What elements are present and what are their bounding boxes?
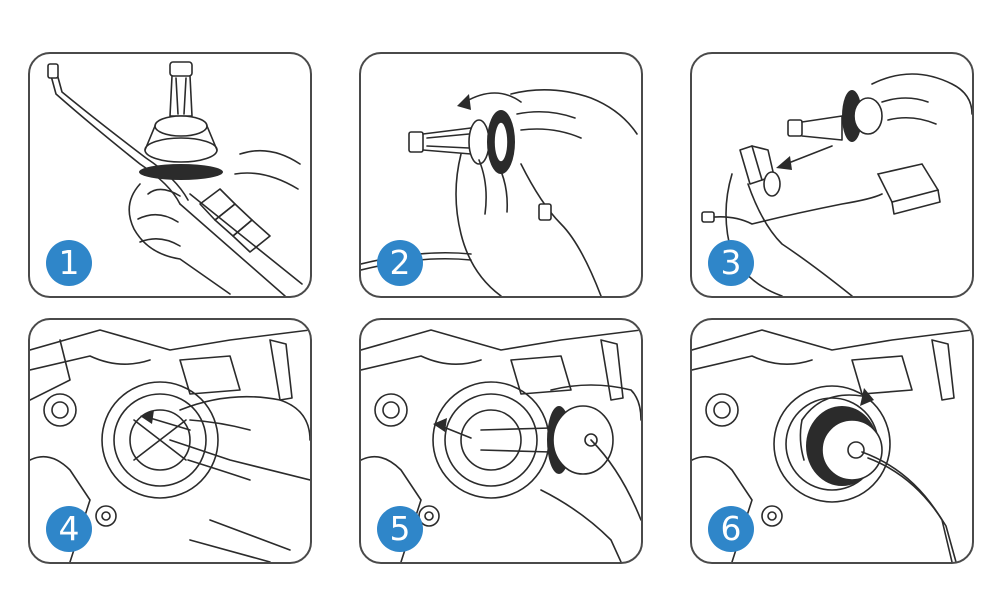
lock-rotate-icon [692, 329, 972, 562]
step-panel-6: 6 [690, 318, 974, 564]
push-bulb-icon [361, 329, 641, 562]
step-number-1: 1 [46, 240, 92, 286]
step-panel-1: 1 [28, 52, 312, 298]
led-bulb-in-hand-icon [47, 61, 303, 296]
install-collar-icon [30, 329, 310, 562]
step-number-6: 6 [708, 506, 754, 552]
step-number-2: 2 [377, 240, 423, 286]
insert-bulb-icon [701, 73, 972, 296]
step-panel-2: 2 [359, 52, 643, 298]
step-panel-4: 4 [28, 318, 312, 564]
step-panel-5: 5 [359, 318, 643, 564]
step-panel-3: 3 [690, 52, 974, 298]
rotate-collar-icon [361, 89, 638, 296]
step-number-3: 3 [708, 240, 754, 286]
step-number-4: 4 [46, 506, 92, 552]
step-number-5: 5 [377, 506, 423, 552]
